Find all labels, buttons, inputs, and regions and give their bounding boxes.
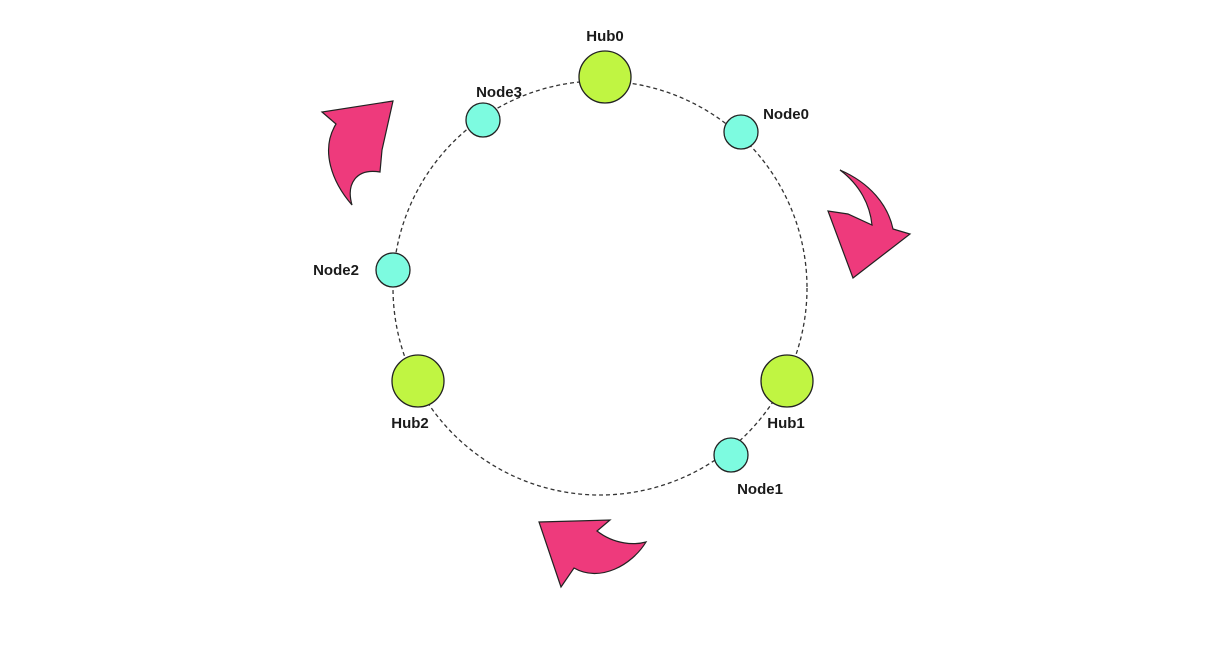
node-1 (713, 437, 749, 473)
node-2-label: Node2 (313, 262, 359, 279)
node-3-label: Node3 (476, 84, 522, 101)
hub-2-label: Hub2 (391, 415, 429, 432)
hub-0-label: Hub0 (586, 28, 624, 45)
node-0-label: Node0 (763, 106, 809, 123)
hub-1-label: Hub1 (767, 415, 805, 432)
node-3 (465, 102, 501, 138)
node-1-label: Node1 (737, 481, 783, 498)
hub-0 (578, 50, 632, 104)
hub-2 (391, 354, 445, 408)
top-left-curved-arrow-icon (320, 100, 394, 206)
node-0 (723, 114, 759, 150)
hub-1 (760, 354, 814, 408)
right-curved-arrow-icon (827, 169, 912, 279)
bottom-curved-arrow-icon (538, 519, 648, 589)
node-2 (375, 252, 411, 288)
